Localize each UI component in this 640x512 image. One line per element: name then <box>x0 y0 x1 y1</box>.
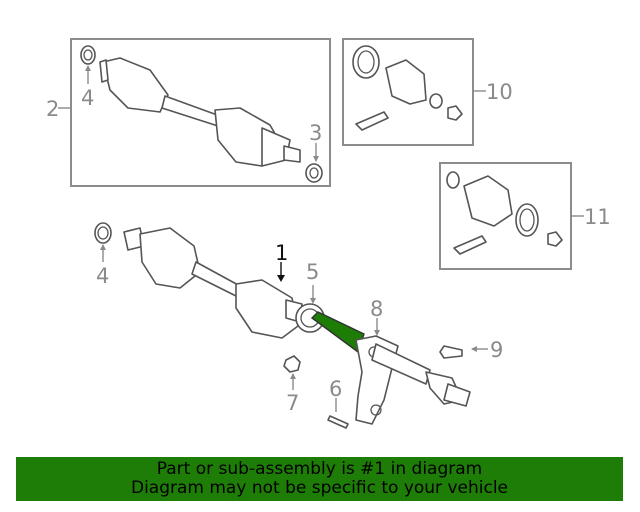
ring-4-upper <box>80 45 96 65</box>
kit-10-box <box>342 38 474 146</box>
callout-7: 7 <box>286 391 299 415</box>
ring-4-lower <box>94 222 112 244</box>
diagram-notice-banner: Part or sub-assembly is #1 in diagram Di… <box>16 457 623 501</box>
axle-assembly-2-illustration <box>99 57 301 167</box>
callout-4-lower: 4 <box>96 264 109 288</box>
pin-6 <box>327 415 349 429</box>
ring-3 <box>305 163 323 183</box>
callout-9: 9 <box>490 338 503 362</box>
callout-4-upper: 4 <box>81 86 94 110</box>
nut-7 <box>283 355 301 373</box>
axle-shaft-1-illustration <box>123 227 471 425</box>
highlighted-shaft-1 <box>310 311 365 354</box>
boot-kit-11-illustration <box>446 171 563 255</box>
bolt-9 <box>439 345 463 359</box>
banner-line-2: Diagram may not be specific to your vehi… <box>130 478 508 498</box>
callout-2: 2 <box>46 97 59 121</box>
callout-8: 8 <box>370 297 383 321</box>
boot-kit-10-illustration <box>352 45 463 131</box>
assembly-2-box <box>70 38 331 187</box>
banner-line-1: Part or sub-assembly is #1 in diagram <box>156 459 483 479</box>
callout-6: 6 <box>329 377 342 401</box>
parts-diagram: 2 4 3 10 11 4 <box>46 38 611 429</box>
callout-5: 5 <box>306 260 319 284</box>
callout-10: 10 <box>486 80 513 104</box>
callout-11: 11 <box>584 205 611 229</box>
callout-3: 3 <box>309 121 322 145</box>
callout-1[interactable]: 1 <box>275 241 288 265</box>
